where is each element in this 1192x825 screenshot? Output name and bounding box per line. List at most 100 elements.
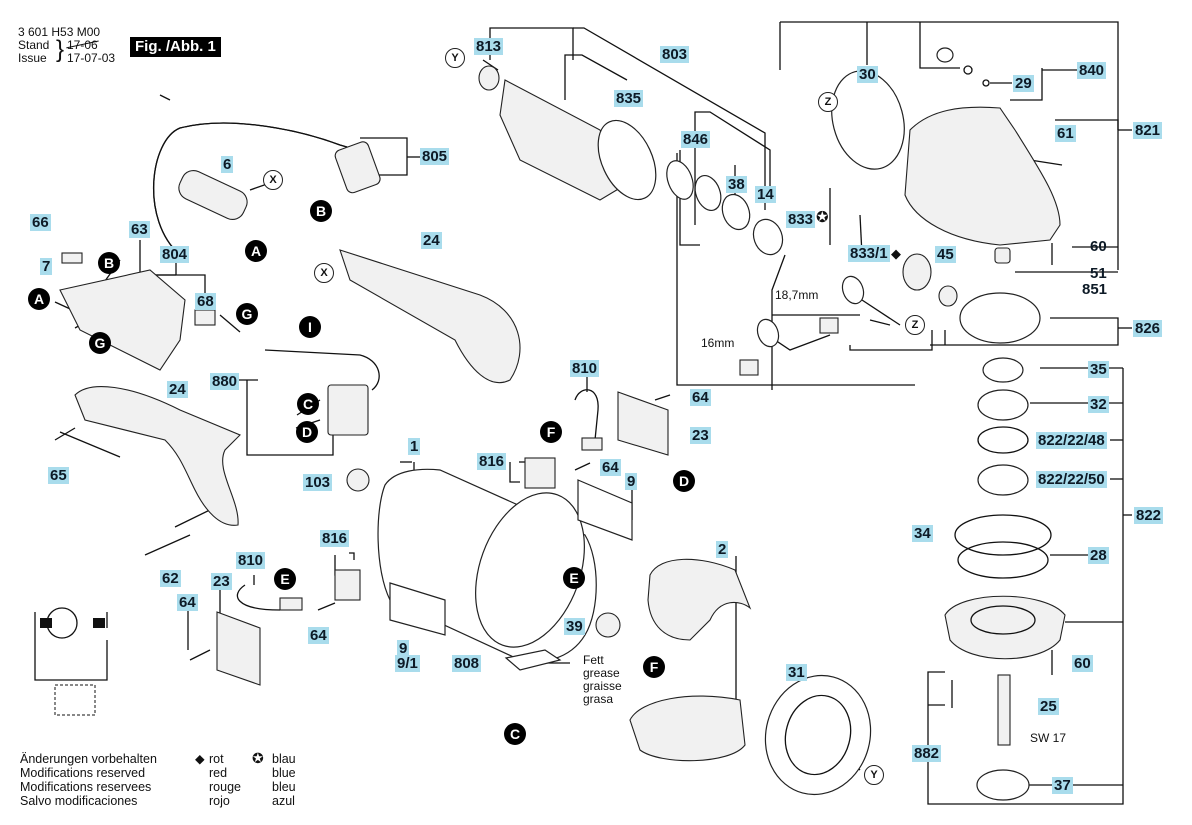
part-label-64-lower-left[interactable]: 64 [177,594,198,611]
part-label-35[interactable]: 35 [1088,361,1109,378]
part-label-39[interactable]: 39 [564,618,585,635]
part-label-822-22-50[interactable]: 822/22/50 [1036,471,1107,488]
part-label-14[interactable]: 14 [755,186,776,203]
part-label-840[interactable]: 840 [1077,62,1107,79]
part-label-37[interactable]: 37 [1052,777,1073,794]
grease-note: Fett grease graisse grasa [583,654,622,706]
part-label-64-lower-mid[interactable]: 64 [308,627,329,644]
connector-a-switch: A [28,288,50,310]
part-label-804[interactable]: 804 [160,246,190,263]
part-label-835[interactable]: 835 [614,90,644,107]
part-label-103[interactable]: 103 [303,474,333,491]
part-label-816-upper[interactable]: 816 [477,453,507,470]
part-label-810-lower[interactable]: 810 [236,552,266,569]
connector-c-stator: C [504,723,526,745]
part-label-24-upper[interactable]: 24 [421,232,442,249]
part-label-28[interactable]: 28 [1088,547,1109,564]
part-label-808[interactable]: 808 [452,655,482,672]
part-label-6[interactable]: 6 [221,156,234,173]
part-label-846[interactable]: 846 [681,131,711,148]
reference-y-endcap: Y [864,765,884,785]
part-label-805[interactable]: 805 [420,148,450,165]
part-label-7[interactable]: 7 [40,258,53,275]
legend-red: rot red rouge rojo [209,752,241,808]
part-label-1[interactable]: 1 [408,438,421,455]
connector-a-cable: A [245,240,267,262]
part-label-29[interactable]: 29 [1013,75,1034,92]
issue-label: Issue [18,51,47,65]
part-label-68[interactable]: 68 [195,293,216,310]
part-label-826[interactable]: 826 [1133,320,1163,337]
part-label-822[interactable]: 822 [1134,507,1164,524]
modifications-en: Modifications reserved [20,766,146,780]
part-label-31[interactable]: 31 [786,664,807,681]
dimension-18-7mm: 18,7mm [775,288,819,302]
part-label-24-lower[interactable]: 24 [167,381,188,398]
part-label-813[interactable]: 813 [474,38,504,55]
part-label-23-lower[interactable]: 23 [211,573,232,590]
part-label-810-upper[interactable]: 810 [570,360,600,377]
legend-red-fr: rouge [209,780,241,794]
part-label-803[interactable]: 803 [660,46,690,63]
dimension-16mm: 16mm [701,336,735,350]
part-label-833-text: 833 [788,211,814,228]
connector-d-stator: D [673,470,695,492]
part-label-64-upper-right[interactable]: 64 [690,389,711,406]
connector-g-capacitor: G [236,303,258,325]
stand-label: Stand [18,38,50,52]
part-label-60-top[interactable]: 60 [1090,238,1107,255]
part-label-822-22-48[interactable]: 822/22/48 [1036,432,1107,449]
reference-x-cable: X [263,170,283,190]
part-label-23-upper[interactable]: 23 [690,427,711,444]
part-label-816-lower[interactable]: 816 [320,530,350,547]
connector-e-stator: E [563,567,585,589]
stand-date: 17-06 [67,38,98,52]
part-label-9-1[interactable]: 9/1 [395,655,420,672]
legend-blue-star-icon: ✪ [252,750,264,766]
part-label-62[interactable]: 62 [160,570,181,587]
reference-x-handle: X [314,263,334,283]
part-label-38[interactable]: 38 [726,176,747,193]
connector-c-capacitor: C [297,393,319,415]
grease-note-en: grease [583,666,620,680]
legend-red-en: red [209,766,228,780]
part-label-66[interactable]: 66 [30,214,51,231]
part-label-880[interactable]: 880 [210,373,240,390]
part-label-45[interactable]: 45 [935,246,956,263]
reference-z-gear: Z [818,92,838,112]
part-label-30[interactable]: 30 [857,66,878,83]
part-label-34[interactable]: 34 [912,525,933,542]
part-label-65[interactable]: 65 [48,467,69,484]
legend-blue-es: azul [272,794,295,808]
part-label-64-upper-mid[interactable]: 64 [600,459,621,476]
part-number: 3 601 H53 M00 [18,25,101,39]
reference-z-bearing: Z [905,315,925,335]
part-label-882[interactable]: 882 [912,745,942,762]
connector-d-capacitor: D [296,421,318,443]
part-label-51[interactable]: 51 [1090,265,1107,282]
legend-red-de: rot [209,752,224,766]
modifications-de: Änderungen vorbehalten [20,752,157,766]
part-label-9-lower[interactable]: 9 [397,640,410,657]
legend-red-es: rojo [209,794,230,808]
legend-red-diamond-icon: ◆ [195,752,205,766]
part-label-821[interactable]: 821 [1133,122,1163,139]
part-label-833-1[interactable]: 833/1 [848,245,890,262]
part-label-32[interactable]: 32 [1088,396,1109,413]
modifications-fr: Modifications reservees [20,780,152,794]
modifications-notice: Änderungen vorbehalten Modifications res… [20,752,157,808]
reference-y-top: Y [445,48,465,68]
part-label-833[interactable]: 833 [786,211,816,228]
part-label-851[interactable]: 851 [1082,281,1108,298]
part-label-9-upper[interactable]: 9 [625,473,638,490]
connector-f-brush: F [540,421,562,443]
legend-blue-en: blue [272,766,296,780]
part-label-61[interactable]: 61 [1055,125,1076,142]
part-label-2[interactable]: 2 [716,541,729,558]
part-label-25[interactable]: 25 [1038,698,1059,715]
part-label-60-lower[interactable]: 60 [1072,655,1093,672]
red-diamond-marker: ◆ [891,246,901,261]
part-label-63[interactable]: 63 [129,221,150,238]
brace: } [56,36,65,63]
